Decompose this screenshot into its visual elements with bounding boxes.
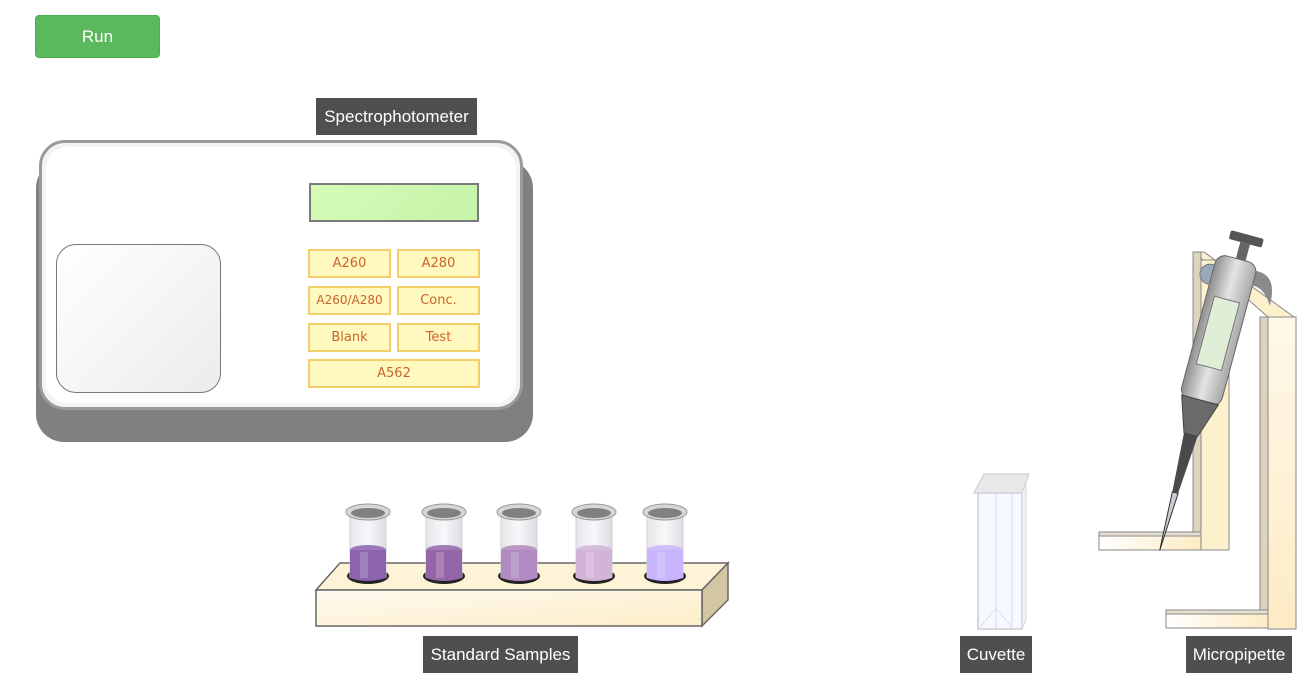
sample-tube[interactable] bbox=[571, 503, 617, 584]
key-blank[interactable]: Blank bbox=[308, 323, 391, 352]
cuvette-holder-slot[interactable] bbox=[56, 244, 221, 393]
micropipette bbox=[1159, 230, 1273, 551]
sample-liquid bbox=[350, 550, 386, 581]
cuvette-label: Cuvette bbox=[960, 636, 1032, 673]
sample-tube[interactable] bbox=[421, 503, 467, 584]
key-a280[interactable]: A280 bbox=[397, 249, 480, 278]
standard-samples-label: Standard Samples bbox=[423, 636, 578, 673]
run-button[interactable]: Run bbox=[35, 15, 160, 58]
cuvette bbox=[972, 473, 1031, 630]
sample-liquid bbox=[501, 550, 537, 581]
key-conc[interactable]: Conc. bbox=[397, 286, 480, 315]
key-a562[interactable]: A562 bbox=[308, 359, 480, 388]
sample-tube[interactable] bbox=[642, 503, 688, 584]
sample-liquid bbox=[426, 550, 462, 581]
micropipette-label: Micropipette bbox=[1186, 636, 1292, 673]
key-a260[interactable]: A260 bbox=[308, 249, 391, 278]
spectrophotometer-label: Spectrophotometer bbox=[316, 98, 477, 135]
sample-liquid bbox=[576, 550, 612, 581]
sample-tube[interactable] bbox=[496, 503, 542, 584]
sample-tube[interactable] bbox=[345, 503, 391, 584]
key-a260-a280[interactable]: A260/A280 bbox=[308, 286, 391, 315]
sample-liquid bbox=[647, 550, 683, 581]
pipette-stand bbox=[1098, 251, 1297, 630]
key-test[interactable]: Test bbox=[397, 323, 480, 352]
spectrophotometer-display bbox=[309, 183, 479, 222]
spectrophotometer[interactable]: A260 A280 A260/A280 Conc. Blank Test A56… bbox=[36, 140, 533, 442]
